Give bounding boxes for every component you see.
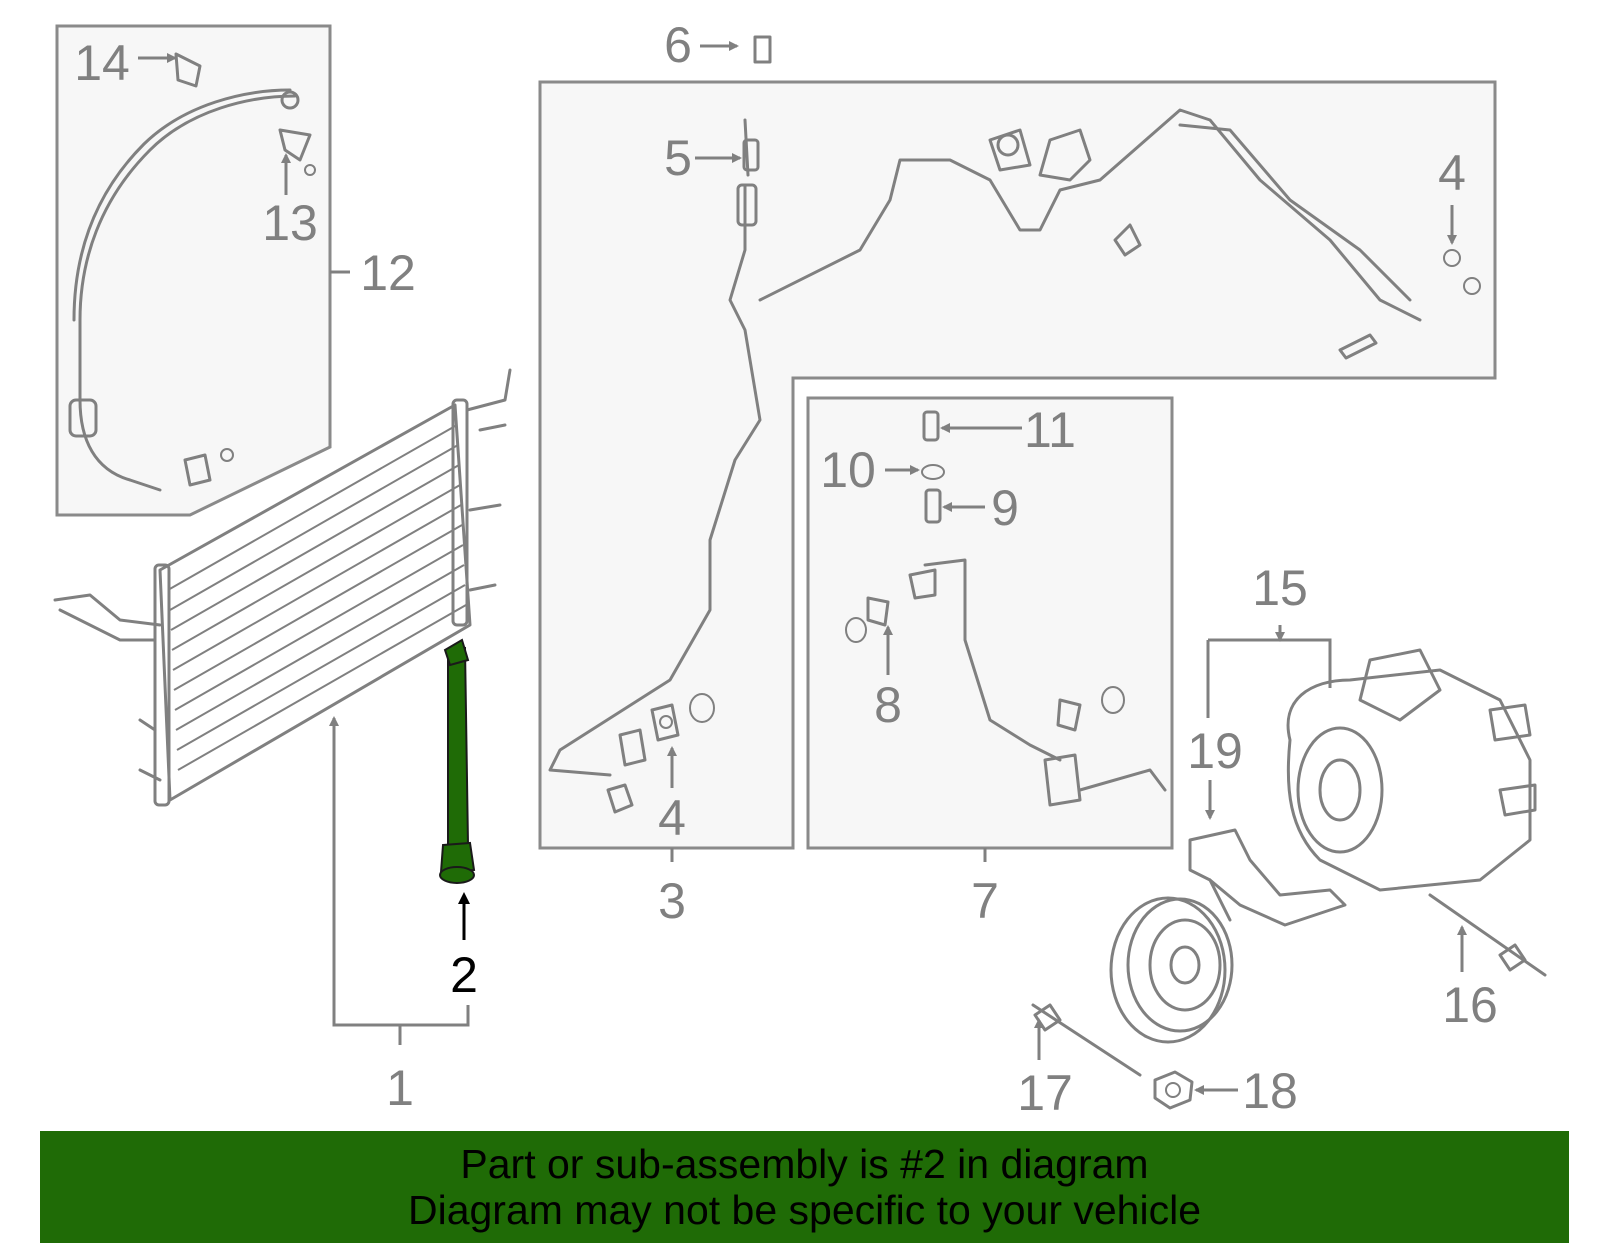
callout-2: 2 [450, 947, 478, 1003]
callout-14: 14 [74, 35, 130, 91]
callout-10: 10 [820, 442, 876, 498]
callout-7: 7 [971, 873, 999, 929]
callout-8: 8 [874, 677, 902, 733]
receiver-drier-part-2 [439, 638, 476, 884]
callout-13: 13 [262, 195, 318, 251]
callout-18: 18 [1242, 1063, 1298, 1119]
callout-19: 19 [1187, 723, 1243, 779]
callout-15: 15 [1252, 560, 1308, 616]
callout-4-upper: 4 [1438, 145, 1466, 201]
callout-16: 16 [1442, 977, 1498, 1033]
callout-labels: 1 2 3 4 4 5 6 7 8 9 10 11 12 13 14 15 16… [74, 17, 1498, 1121]
compressor-bracket [1188, 828, 1347, 927]
callout-12: 12 [360, 245, 416, 301]
callout-1: 1 [386, 1060, 414, 1116]
callout-4-lower: 4 [658, 790, 686, 846]
line-assembly-group-box [538, 35, 1497, 850]
callout-9: 9 [991, 480, 1019, 536]
callout-6: 6 [664, 17, 692, 73]
clutch-pulley [1109, 896, 1234, 1044]
hose-7-group-box [806, 396, 1174, 850]
condenser [53, 368, 512, 807]
callout-17: 17 [1017, 1065, 1073, 1121]
callout-11: 11 [1024, 402, 1076, 458]
leader-lines [138, 41, 1467, 1095]
ac-compressor [1286, 648, 1537, 892]
banner-line-disclaimer: Diagram may not be specific to your vehi… [407, 1187, 1201, 1233]
hose-assembly-group-box [55, 24, 332, 517]
info-banner: Part or sub-assembly is #2 in diagram Di… [40, 1131, 1569, 1243]
callout-3: 3 [658, 873, 686, 929]
callout-5: 5 [664, 130, 692, 186]
banner-line-part-number: Part or sub-assembly is #2 in diagram [460, 1141, 1149, 1187]
